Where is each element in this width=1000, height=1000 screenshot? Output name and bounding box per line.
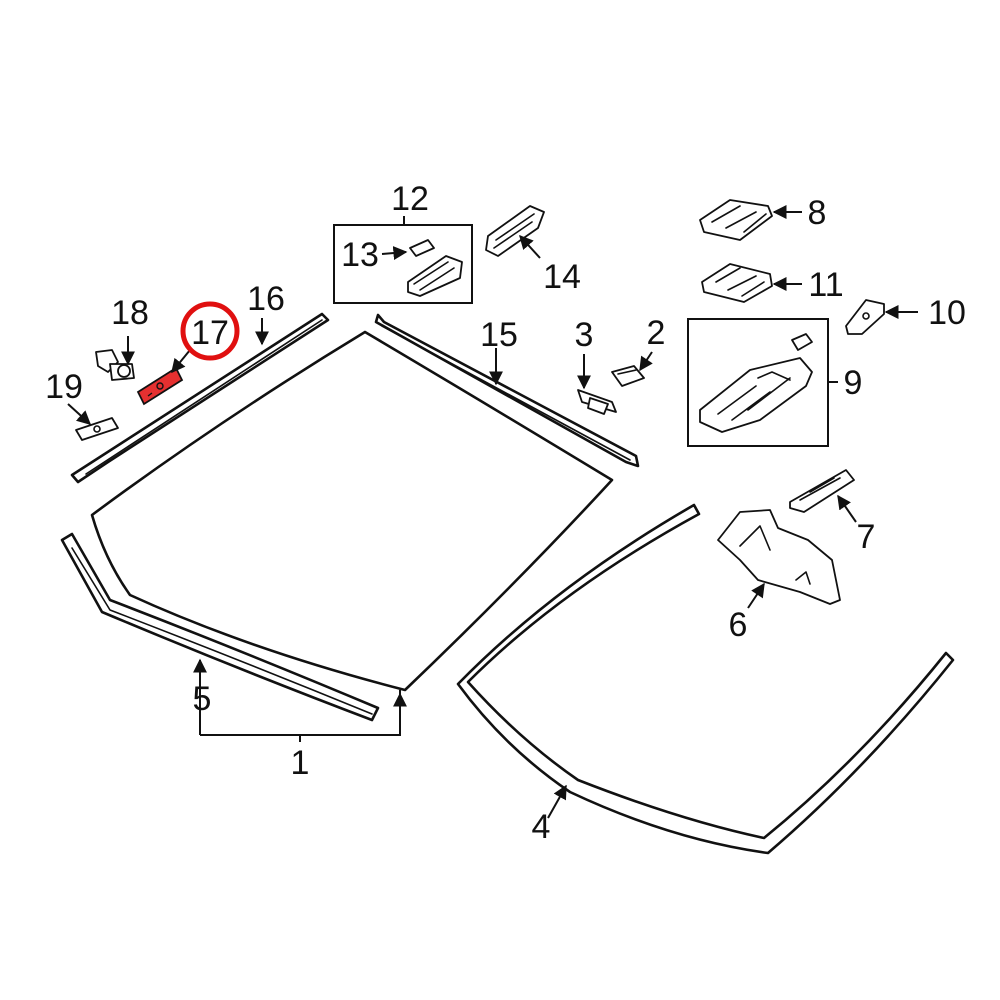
highlight-circle <box>180 301 240 361</box>
callout-18: 18 <box>111 294 149 332</box>
bracket-10 <box>845 299 885 335</box>
callout-9: 9 <box>844 364 863 402</box>
mirror-base-assembly <box>699 333 813 433</box>
mirror-cover-6 <box>717 509 841 605</box>
leader-17 <box>171 349 191 374</box>
callout-8: 8 <box>808 194 827 232</box>
bracket-11 <box>701 263 773 303</box>
lower-molding-inner <box>71 547 373 715</box>
callout-15: 15 <box>480 316 518 354</box>
adhesive-pad-body <box>136 366 184 406</box>
callout-1: 1 <box>291 744 310 782</box>
left-pillar-molding-edge <box>85 319 323 475</box>
left-pillar-molding <box>70 312 330 484</box>
bracket-8 <box>699 199 773 241</box>
sensor-cover-13 <box>409 239 435 257</box>
callout-11: 11 <box>808 266 843 304</box>
bracket-3 <box>577 389 617 415</box>
mirror-mount-7 <box>789 469 855 513</box>
adhesive-pad-hole <box>156 382 164 390</box>
leader-4 <box>547 784 567 819</box>
callout-2: 2 <box>647 314 666 352</box>
callout-6: 6 <box>729 606 748 644</box>
leader-7 <box>837 494 857 523</box>
windshield-glass <box>90 330 614 692</box>
leader-14 <box>519 234 541 259</box>
callout-16: 16 <box>247 280 285 318</box>
callout-3: 3 <box>575 316 594 354</box>
leader-19 <box>67 403 92 425</box>
callout-19: 19 <box>45 368 83 406</box>
tape-19 <box>75 417 119 441</box>
bracket-14 <box>485 205 545 257</box>
callout-4: 4 <box>532 808 551 846</box>
right-pillar-molding <box>374 313 640 468</box>
leader-2 <box>639 351 653 372</box>
windshield-seal <box>456 503 955 855</box>
callout-17: 17 <box>191 314 229 352</box>
leader-6 <box>747 582 765 609</box>
callout-7: 7 <box>857 518 876 556</box>
lower-molding <box>60 532 380 722</box>
clip-2 <box>611 365 645 387</box>
callout-12: 12 <box>391 180 429 218</box>
adhesive-pad-17 <box>136 366 184 406</box>
rain-sensor <box>407 255 463 297</box>
adhesive-pad-mark <box>147 392 153 397</box>
right-pillar-molding-edge <box>381 325 631 461</box>
callout-10: 10 <box>928 294 966 332</box>
callout-5: 5 <box>193 680 212 718</box>
leader-13 <box>381 246 408 261</box>
callout-13: 13 <box>341 236 379 274</box>
callout-14: 14 <box>543 258 581 296</box>
